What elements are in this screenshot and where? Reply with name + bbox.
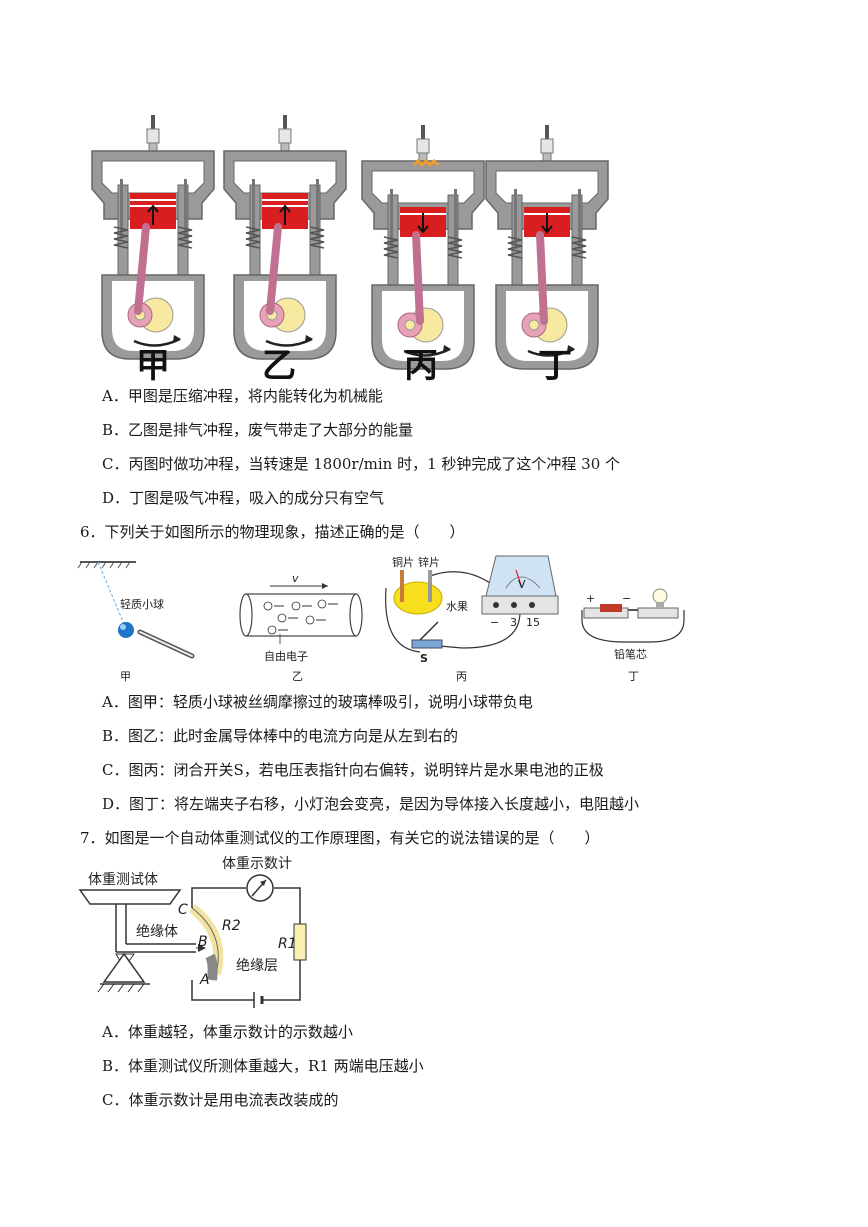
bing-meter-3: 3: [510, 616, 517, 629]
q6-option-d: D．图丁：将左端夹子右移，小灯泡会变亮，是因为导体接入长度越小，电阻越小: [102, 795, 640, 813]
engine-diagrams: [90, 113, 610, 371]
q7-platform-label: 体重测试体: [88, 872, 158, 888]
engine-label-yi: 乙: [262, 346, 296, 386]
q6-caption-bing: 丙: [456, 670, 467, 683]
q5-option-d: D．丁图是吸气冲程，吸入的成分只有空气: [102, 489, 385, 507]
bing-fruit-label: 水果: [446, 600, 468, 613]
engine-label-jia: 甲: [136, 346, 170, 386]
q6-option-c: C．图丙：闭合开关S，若电压表指针向右偏转，说明锌片是水果电池的正极: [102, 761, 604, 779]
q7-option-b: B．体重测试仪所测体重越大，R1 两端电压越小: [102, 1057, 424, 1075]
q6-option-a: A．图甲：轻质小球被丝绸摩擦过的玻璃棒吸引，说明小球带负电: [102, 693, 533, 711]
q5-option-b: B．乙图是排气冲程，废气带走了大部分的能量: [102, 421, 414, 439]
yi-velocity-label: v: [292, 572, 299, 585]
q6-stem: 6．下列关于如图所示的物理现象，描述正确的是（ ）: [80, 523, 465, 541]
engine-bing: [360, 123, 486, 371]
jia-ball-label: 轻质小球: [120, 597, 164, 611]
bing-copper-label: 铜片: [392, 555, 414, 569]
ding-pencil-label: 铅笔芯: [614, 647, 647, 661]
q6-option-b: B．图乙：此时金属导体棒中的电流方向是从左到右的: [102, 727, 459, 745]
engine-jia: [90, 113, 216, 361]
fig-ding: + − 铅笔芯: [581, 588, 685, 661]
q7-label-r2: R2: [222, 918, 241, 934]
bing-zinc-label: 锌片: [418, 555, 440, 569]
engine-label-ding: 丁: [538, 346, 572, 386]
q7-label-b: B: [198, 934, 208, 950]
engine-yi: [222, 113, 348, 361]
q6-figure: 轻质小球 v 自由电子 铜片 锌片 水果: [77, 555, 685, 665]
bing-meter-v: V: [518, 578, 526, 591]
q7-stem: 7．如图是一个自动体重测试仪的工作原理图，有关它的说法错误的是（ ）: [80, 829, 600, 847]
q7-label-a: A: [199, 972, 210, 988]
bing-meter-15: 15: [526, 616, 540, 629]
ding-minus: −: [622, 592, 631, 605]
fig-jia: 轻质小球: [77, 561, 195, 659]
ding-plus: +: [586, 592, 595, 605]
bing-meter-minus: −: [490, 616, 499, 629]
q7-insulator-label: 绝缘体: [136, 924, 178, 940]
engine-label-bing: 丙: [404, 346, 438, 386]
q7-option-a: A．体重越轻，体重示数计的示数越小: [102, 1023, 353, 1041]
q7-label-c: C: [178, 902, 188, 918]
yi-electron-label: 自由电子: [264, 649, 308, 663]
bing-switch-label: S: [420, 652, 428, 665]
q6-caption-ding: 丁: [628, 670, 639, 683]
q5-option-a: A．甲图是压缩冲程，将内能转化为机械能: [102, 387, 383, 405]
q7-option-c: C．体重示数计是用电流表改装成的: [102, 1091, 339, 1109]
q7-figure: 体重测试体 绝缘体 C B A R2 绝缘层 体重示数计 R1: [78, 856, 307, 1008]
q7-meter-label: 体重示数计: [222, 856, 292, 872]
fig-yi: v 自由电子: [239, 572, 363, 663]
fig-bing: 铜片 锌片 水果 V − 3 15 S: [385, 555, 559, 665]
q7-layer-label: 绝缘层: [236, 958, 278, 974]
q6-caption-jia: 甲: [120, 670, 131, 683]
q5-option-c: C．丙图时做功冲程，当转速是 1800r/min 时，1 秒钟完成了这个冲程 3…: [102, 455, 621, 473]
q6-caption-yi: 乙: [292, 670, 303, 683]
q7-label-r1: R1: [278, 936, 297, 952]
engine-ding: [484, 123, 610, 371]
